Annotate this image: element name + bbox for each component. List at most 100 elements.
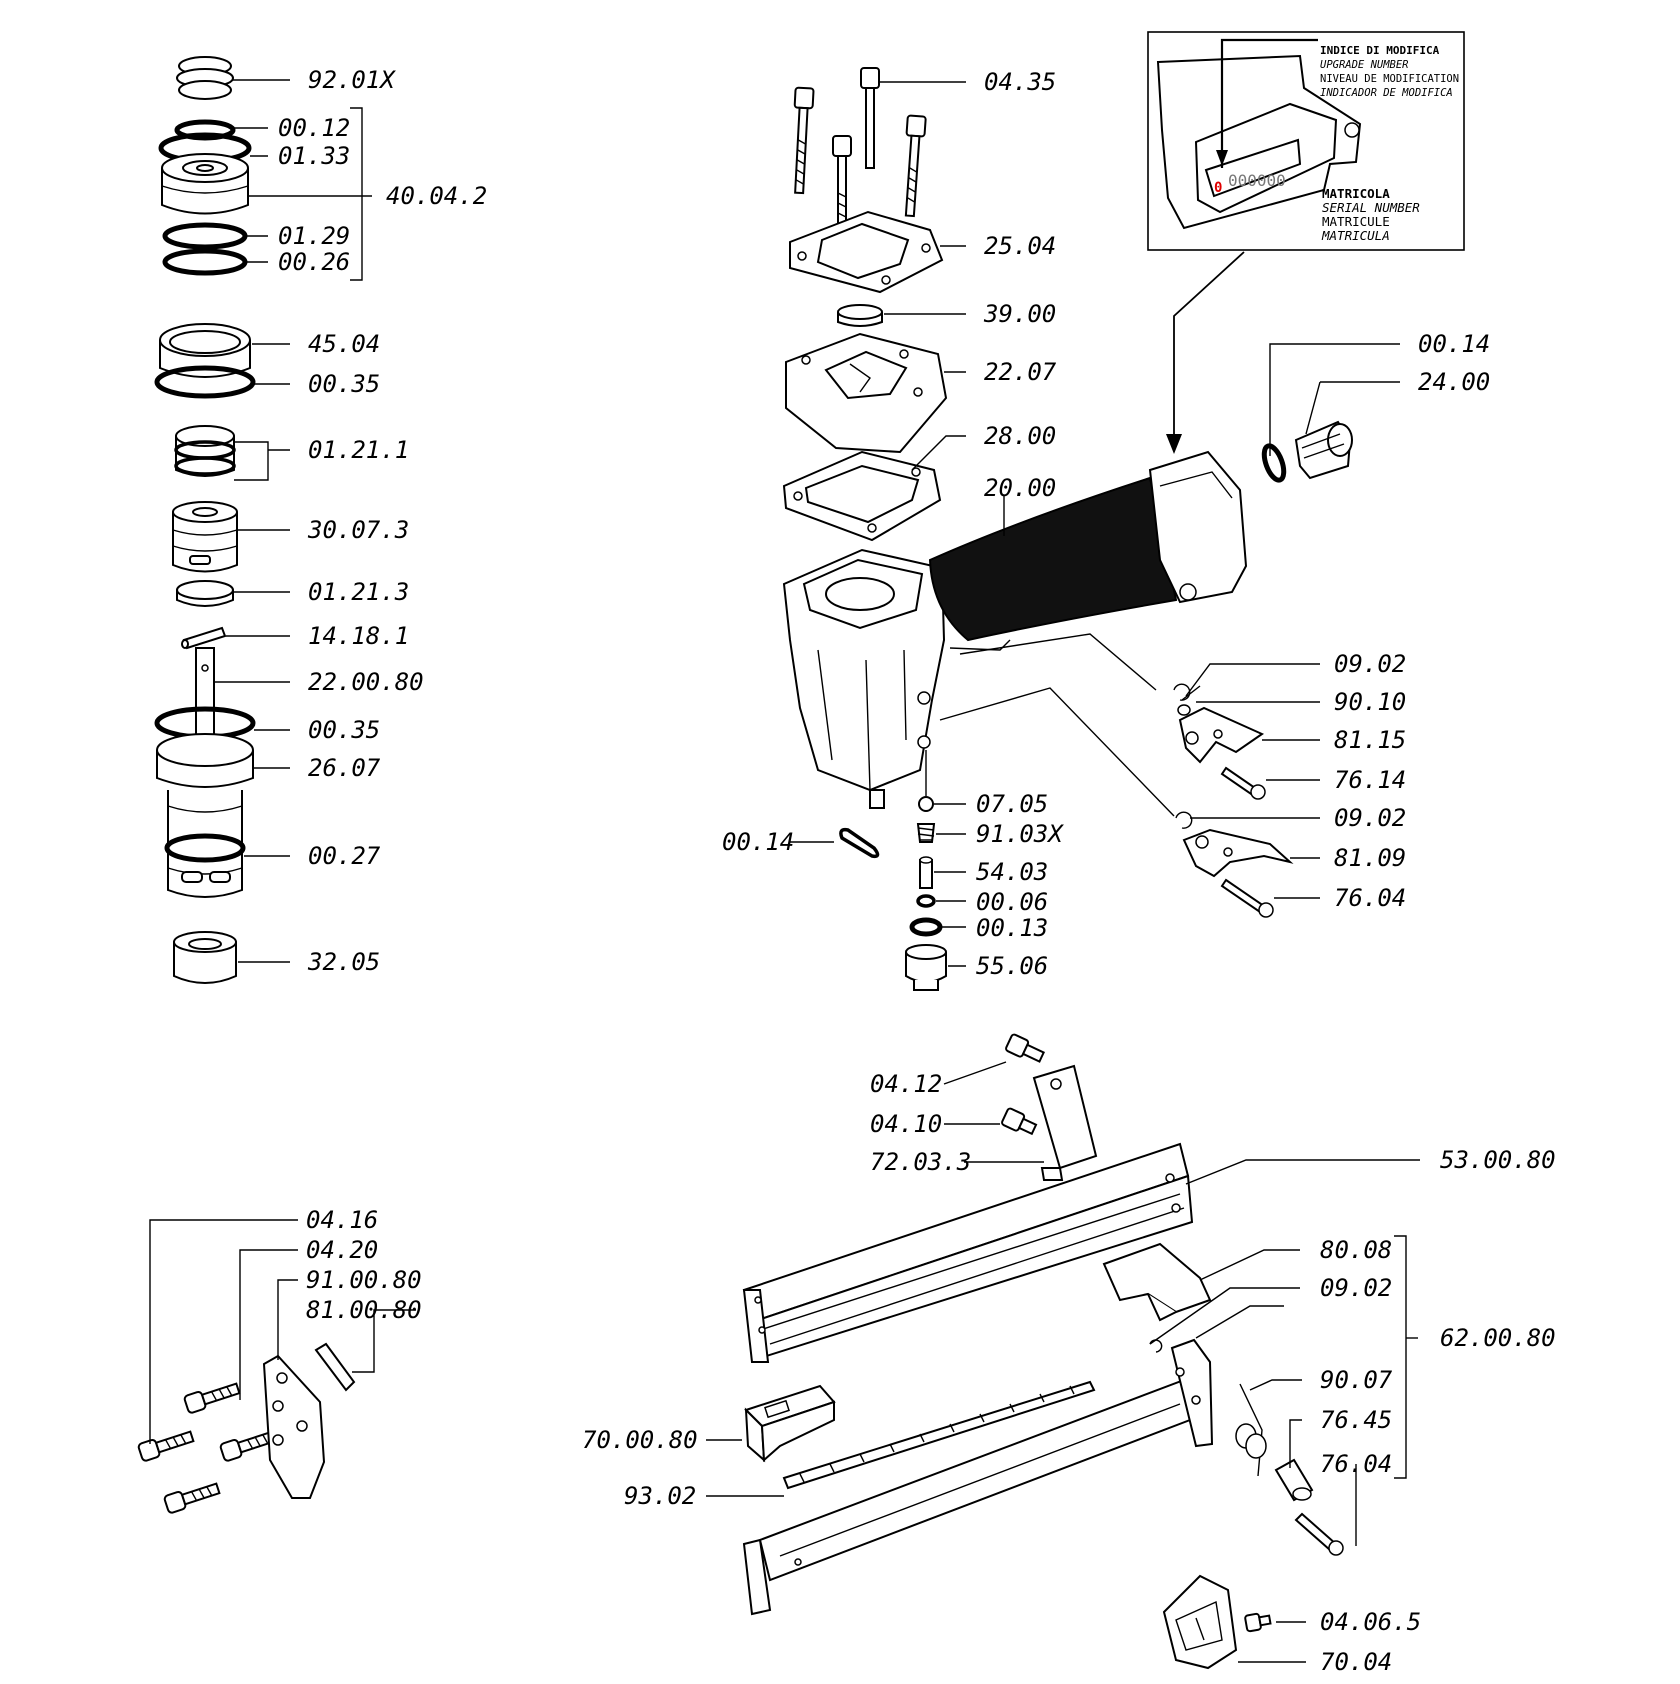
label-55-06: 55.06 [976,952,1048,980]
label-00-27: 00.27 [308,842,381,870]
label-76-14: 76.14 [1334,766,1406,794]
part-oring-00-35-a [154,365,256,399]
label-07-05: 07.05 [976,790,1048,818]
label-01-21-3: 01.21.3 [308,578,409,606]
label-91-00-80: 91.00.80 [306,1266,422,1294]
label-81-00-80: 81.00.80 [306,1296,422,1324]
part-pin-14-18-1 [181,626,227,650]
nose-parts [137,1342,356,1514]
label-81-15: 81.15 [1334,726,1406,754]
left-stack-parts [154,56,256,984]
part-guide-70-00-80 [744,1384,836,1463]
label-01-33: 01.33 [278,142,350,170]
part-oring-00-06 [916,894,936,908]
inset-arrow [1166,251,1245,454]
part-spring-92-01x [176,56,234,100]
magazine-parts [742,1033,1344,1670]
part-pin-76-04-b [1294,1512,1344,1556]
inset-serial-en: SERIAL NUMBER [1322,200,1420,215]
part-valve-body-30-07-3 [172,501,238,573]
part-cover-70-04 [1162,1574,1238,1670]
left-labels: 92.01X 00.12 01.33 40.04.2 01.29 00.26 4… [278,66,487,976]
label-04-12: 04.12 [870,1070,942,1098]
inset-serial-box: 0 000000 INDICE DI MODIFICA UPGRADE NUMB… [1147,31,1465,251]
part-piston-26-07 [156,733,254,898]
label-76-45: 76.45 [1320,1406,1392,1434]
label-24-00: 24.00 [1418,368,1490,396]
part-ring-01-21-3 [176,580,234,607]
part-clip-09-02-c [1149,1339,1163,1353]
label-00-06: 00.06 [976,888,1048,916]
label-09-02-b: 09.02 [1334,804,1406,832]
part-trigger-81-15 [1178,706,1265,764]
part-oring-00-12 [174,119,236,141]
label-93-02: 93.02 [624,1482,696,1510]
label-62-00-80: 62.00.80 [1440,1324,1556,1352]
label-30-07-3: 30.07.3 [307,516,409,544]
part-spring-90-10 [1177,685,1201,716]
label-91-03x: 91.03X [976,820,1064,848]
part-screw-04-06-5 [1244,1612,1272,1633]
label-45-04: 45.04 [308,330,380,358]
part-plate-91-00-80 [262,1354,326,1499]
part-pin-76-14 [1220,766,1266,800]
inset-upgrade-it: INDICE DI MODIFICA [1320,44,1440,57]
part-spring-91-03x [916,823,936,843]
part-spring-93-02 [782,1380,1096,1490]
label-92-01x: 92.01X [308,66,396,94]
label-80-08: 80.08 [1320,1236,1392,1264]
inset-serial-it: MATRICOLA [1322,186,1390,201]
label-04-10: 04.10 [870,1110,942,1138]
label-81-09: 81.09 [1334,844,1406,872]
label-40-04-2: 40.04.2 [386,182,487,210]
inset-upgrade-en: UPGRADE NUMBER [1320,59,1409,71]
label-54-03: 54.03 [976,858,1048,886]
part-oring-00-26 [162,248,248,276]
part-oring-00-14-a [1261,443,1287,483]
label-26-07: 26.07 [308,754,381,782]
label-04-20: 04.20 [306,1236,378,1264]
label-04-35: 04.35 [984,68,1056,96]
part-body-20-00 [782,548,946,809]
part-head-22-07 [785,332,948,454]
label-90-07: 90.07 [1320,1366,1393,1394]
label-14-18-1: 14.18.1 [308,622,409,650]
label-72-03-3: 72.03.3 [870,1148,971,1176]
label-76-04-b: 76.04 [1320,1450,1392,1478]
inset-serial-es: MATRICULA [1321,228,1390,243]
part-driver-22-00-80 [195,647,215,741]
label-00-13: 00.13 [976,914,1048,942]
part-oring-01-29 [162,222,248,250]
label-00-12: 00.12 [278,114,350,142]
part-screw-04-12 [1005,1033,1046,1063]
part-screws-04-35 [793,67,927,245]
part-valve-cap-55-06 [905,944,947,991]
label-53-00-80: 53.00.80 [1440,1146,1556,1174]
part-plunger-54-03 [919,856,933,889]
part-rings-01-21-1 [174,425,236,477]
label-20-00: 20.00 [984,474,1056,502]
part-ball-07-05 [918,796,934,812]
part-latch-80-08 [1102,1242,1212,1322]
label-39-00: 39.00 [983,300,1056,328]
center-labels: 04.35 25.04 39.00 22.07 28.00 20.00 00.1… [722,68,1490,980]
part-cap-25-04 [789,210,944,294]
part-valve-40-04-2 [161,153,249,215]
label-04-06-5: 04.06.5 [1320,1608,1421,1636]
inset-upgrade-fr: NIVEAU DE MODIFICATION [1320,73,1459,85]
part-screw-04-16 [137,1430,195,1462]
label-00-35-a: 00.35 [308,370,380,398]
part-bumper-32-05 [173,931,237,984]
label-01-21-1: 01.21.1 [308,436,409,464]
label-28-00: 28.00 [984,422,1056,450]
part-grip [928,450,1248,651]
label-09-02-a: 09.02 [1334,650,1406,678]
label-76-04-a: 76.04 [1334,884,1406,912]
part-fitting-24-00 [1294,420,1353,480]
part-pusher-62-00-80 [742,1338,1214,1616]
part-pin-76-04-a [1220,878,1274,918]
part-screw-04-10 [1001,1107,1038,1136]
inset-serial-fr: MATRICULE [1322,214,1390,229]
part-oring-00-13 [909,917,943,937]
